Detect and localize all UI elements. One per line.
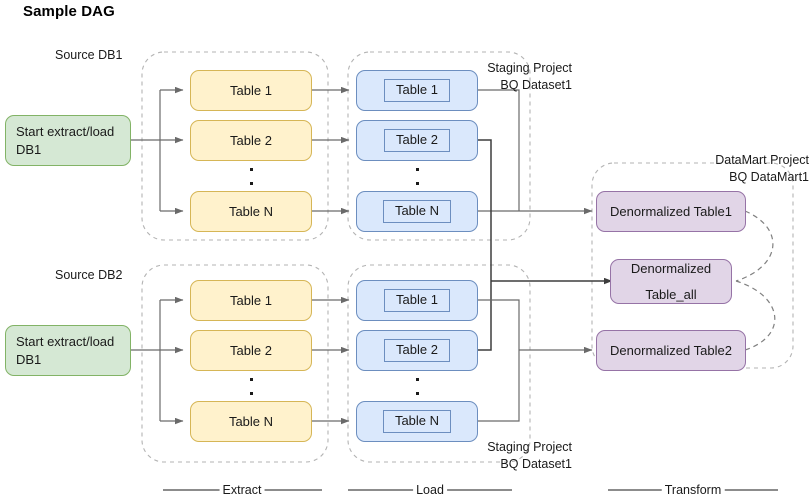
extract-top-table-n[interactable]: Table N xyxy=(190,191,312,232)
group-source-db2 xyxy=(141,264,329,463)
load-bottom-table-n[interactable]: Table N xyxy=(356,401,478,442)
load-top-ellipsis xyxy=(412,168,422,185)
denormalized-table-all-line1: Denormalized xyxy=(630,260,712,276)
load-top-table-n[interactable]: Table N xyxy=(356,191,478,232)
load-bottom-ellipsis xyxy=(412,378,422,395)
group-staging-top xyxy=(347,51,531,241)
load-top-table-1[interactable]: Table 1 xyxy=(356,70,478,111)
edge-l1t1-join xyxy=(478,89,520,211)
legend-load-label: Load xyxy=(413,483,447,497)
legend-transform-label: Transform xyxy=(661,483,725,497)
extract-top-table-1[interactable]: Table 1 xyxy=(190,70,312,111)
load-bottom-table-n-label: Table N xyxy=(382,410,452,433)
extract-bottom-table-2[interactable]: Table 2 xyxy=(190,330,312,371)
load-bottom-table-2-label: Table 2 xyxy=(384,339,450,362)
edge-l1t2-join xyxy=(478,139,492,281)
denormalized-table-all[interactable]: Denormalized Table_all xyxy=(610,259,732,304)
load-bottom-table-1[interactable]: Table 1 xyxy=(356,280,478,321)
legend-extract-label: Extract xyxy=(219,483,265,497)
label-staging-top: Staging Project BQ Dataset1 xyxy=(487,61,572,92)
edge-l2t1-join xyxy=(478,299,520,350)
edge-l2t2-join xyxy=(478,281,492,351)
page-title: Sample DAG xyxy=(23,3,115,20)
load-top-table-2[interactable]: Table 2 xyxy=(356,120,478,161)
label-source-db2: Source DB2 xyxy=(55,268,123,282)
start-node-db1-top[interactable]: Start extract/load DB1 xyxy=(5,115,131,166)
edge-denorm2-tableall xyxy=(735,280,776,351)
edge-l2tn-join xyxy=(478,350,520,422)
load-bottom-table-2[interactable]: Table 2 xyxy=(356,330,478,371)
extract-top-table-2[interactable]: Table 2 xyxy=(190,120,312,161)
extract-bottom-table-1[interactable]: Table 1 xyxy=(190,280,312,321)
load-bottom-table-1-label: Table 1 xyxy=(384,289,450,312)
group-source-db1 xyxy=(141,51,329,241)
label-staging-bottom: Staging Project BQ Dataset1 xyxy=(487,440,572,471)
group-staging-bottom xyxy=(347,264,531,463)
denormalized-table1[interactable]: Denormalized Table1 xyxy=(596,191,746,232)
label-datamart: DataMart Project BQ DataMart1 xyxy=(715,153,809,184)
label-source-db1: Source DB1 xyxy=(55,48,123,62)
extract-top-ellipsis xyxy=(246,168,256,185)
extract-bottom-table-n[interactable]: Table N xyxy=(190,401,312,442)
edge-denorm1-tableall xyxy=(735,210,774,282)
denormalized-table2[interactable]: Denormalized Table2 xyxy=(596,330,746,371)
start-node-db1-bottom[interactable]: Start extract/load DB1 xyxy=(5,325,131,376)
extract-bottom-ellipsis xyxy=(246,378,256,395)
load-top-table-n-label: Table N xyxy=(382,200,452,223)
load-top-table-2-label: Table 2 xyxy=(384,129,450,152)
denormalized-table-all-line2: Table_all xyxy=(645,286,697,302)
load-top-table-1-label: Table 1 xyxy=(384,79,450,102)
